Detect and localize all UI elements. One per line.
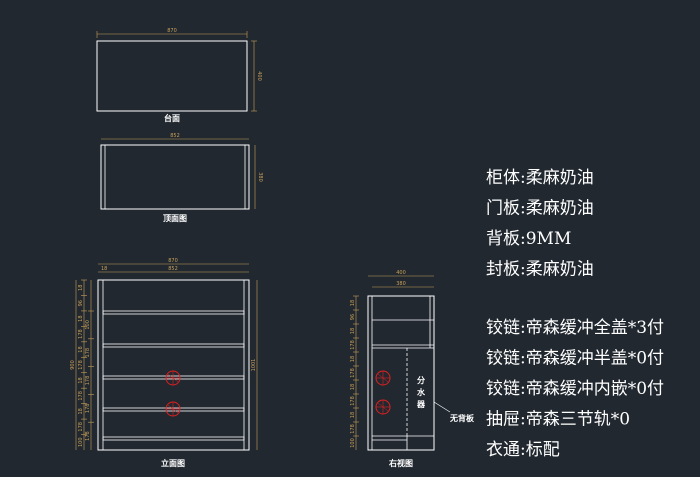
spec-line-hardware: 衣通:标配: [486, 440, 560, 460]
side-left-dim-label: 18: [350, 384, 356, 390]
spec-key: 柜体:: [486, 168, 526, 188]
front-inner-width-dim: 852: [168, 266, 178, 272]
spec-value: 柔麻奶油: [526, 199, 594, 219]
side-left-dim-label: 18: [350, 356, 356, 362]
water-distributor-label: 分水器: [416, 375, 426, 409]
spec-line-hardware: 抽屉:帝森三节轨*0: [486, 410, 630, 430]
front-left-dim-label: 178: [78, 329, 84, 339]
spec-value: 标配: [526, 440, 560, 460]
spec-key: 铰链:: [486, 318, 526, 338]
front-left-dim-label: 100: [78, 437, 84, 447]
front-view: 870 852 18 900 1896181781817818178181781…: [70, 258, 258, 468]
spec-value: 帝森三节轨*0: [526, 410, 630, 430]
top-view-label: 台面: [164, 113, 180, 123]
spec-key: 门板:: [486, 199, 526, 219]
front-left-dim-label: 18: [78, 377, 84, 383]
side-left-dim-label: 100: [350, 438, 356, 448]
side-left-dim-label: 178: [350, 396, 356, 406]
top-width-dim: 870: [167, 28, 177, 34]
spec-key: 衣通:: [486, 440, 526, 460]
top-depth-dim: 400: [256, 71, 262, 81]
callout-leader: [433, 401, 451, 413]
hole-marker-icon: [375, 399, 391, 415]
side-left-dim-label: 178: [350, 340, 356, 350]
plan-view: 852 380 顶面图: [100, 133, 263, 223]
side-depth-dim: 400: [396, 270, 406, 276]
spec-value: 帝森缓冲全盖*3付: [526, 318, 664, 338]
front-left-dim-label: 18: [78, 408, 84, 414]
shelf: [102, 343, 245, 348]
front-left-dim-label: 18: [78, 346, 84, 352]
shelf: [102, 407, 245, 412]
hole-marker-icon: [375, 370, 391, 386]
top-view: 870 400 台面: [96, 28, 262, 123]
spec-line-material: 门板:柔麻奶油: [486, 199, 594, 219]
front-overall-width-dim: 870: [168, 258, 178, 264]
spec-list: 柜体:柔麻奶油门板:柔麻奶油背板:9MM封板:柔麻奶油铰链:帝森缓冲全盖*3付铰…: [486, 168, 664, 460]
side-outline: [367, 295, 435, 451]
front-view-label: 立面图: [161, 458, 185, 468]
front-inner-dim-label: 178: [85, 431, 91, 441]
front-left-dim-label: 18: [78, 315, 84, 321]
spec-line-material: 柜体:柔麻奶油: [486, 168, 594, 188]
side-view-label: 右视图: [388, 458, 413, 468]
front-inner-dim-label: 178: [85, 348, 91, 358]
spec-line-material: 背板:9MM: [486, 229, 571, 249]
front-left-dim-label: 18: [78, 285, 84, 291]
side-left-dim-label: 178: [350, 368, 356, 378]
front-left-dim-chain: 18 96 18 178 18 178 18 178 18 178 100: [78, 279, 87, 447]
spec-value: 柔麻奶油: [526, 168, 594, 188]
side-left-dim-label: 18: [350, 300, 356, 306]
no-back-panel-callout: 无背板: [449, 413, 475, 423]
front-inner-dim-label: 178: [85, 376, 91, 386]
spec-value: 柔麻奶油: [526, 260, 594, 280]
spec-key: 抽屉:: [486, 410, 526, 430]
side-left-dim-chain: 18 96 18 178 18 178 18 178 18 178 100: [350, 295, 359, 448]
spec-line-material: 封板:柔麻奶油: [486, 260, 594, 280]
hole-marker-icon: [165, 370, 181, 386]
spec-line-hardware: 铰链:帝森缓冲半盖*0付: [486, 349, 664, 369]
side-left-dim-label: 178: [350, 424, 356, 434]
front-inner-dim-label: 178: [85, 404, 91, 414]
plan-view-label: 顶面图: [163, 214, 187, 223]
spec-key: 背板:: [486, 229, 526, 249]
front-left-dim-label: 178: [78, 391, 84, 401]
spec-key: 铰链:: [486, 379, 526, 399]
front-left-dim-label: 178: [78, 360, 84, 370]
front-overall-height-dim: 900: [70, 360, 76, 370]
spec-line-hardware: 铰链:帝森缓冲内嵌*0付: [486, 379, 664, 399]
plinth: [102, 436, 245, 441]
front-inner-dim-label: 100: [85, 320, 91, 330]
spec-key: 铰链:: [486, 349, 526, 369]
spec-value: 9MM: [526, 229, 572, 249]
side-inner-depth-dim: 380: [396, 281, 406, 287]
side-left-dim-label: 18: [350, 328, 356, 334]
side-left-dim-label: 96: [350, 314, 356, 320]
spec-key: 封板:: [486, 260, 526, 280]
countertop-outline: [96, 40, 248, 112]
spec-value: 帝森缓冲内嵌*0付: [526, 379, 664, 399]
plan-width-dim: 852: [170, 133, 180, 139]
front-right-height-dim: 1001: [251, 359, 257, 372]
hole-marker-icon: [165, 401, 181, 417]
front-left-dim-label: 178: [78, 422, 84, 432]
plan-outline: [100, 144, 250, 210]
front-side-dim: 18: [101, 266, 107, 272]
front-inner-dim-chain: 100 178 178 178 178: [85, 310, 94, 441]
spec-value: 帝森缓冲半盖*0付: [526, 349, 664, 369]
plan-depth-dim: 380: [257, 172, 263, 182]
spec-line-hardware: 铰链:帝森缓冲全盖*3付: [486, 318, 664, 338]
side-left-dim-label: 18: [350, 412, 356, 418]
shelf: [102, 375, 245, 380]
front-left-dim-label: 96: [78, 300, 84, 306]
shelf: [102, 310, 245, 315]
front-outline: [97, 279, 250, 451]
